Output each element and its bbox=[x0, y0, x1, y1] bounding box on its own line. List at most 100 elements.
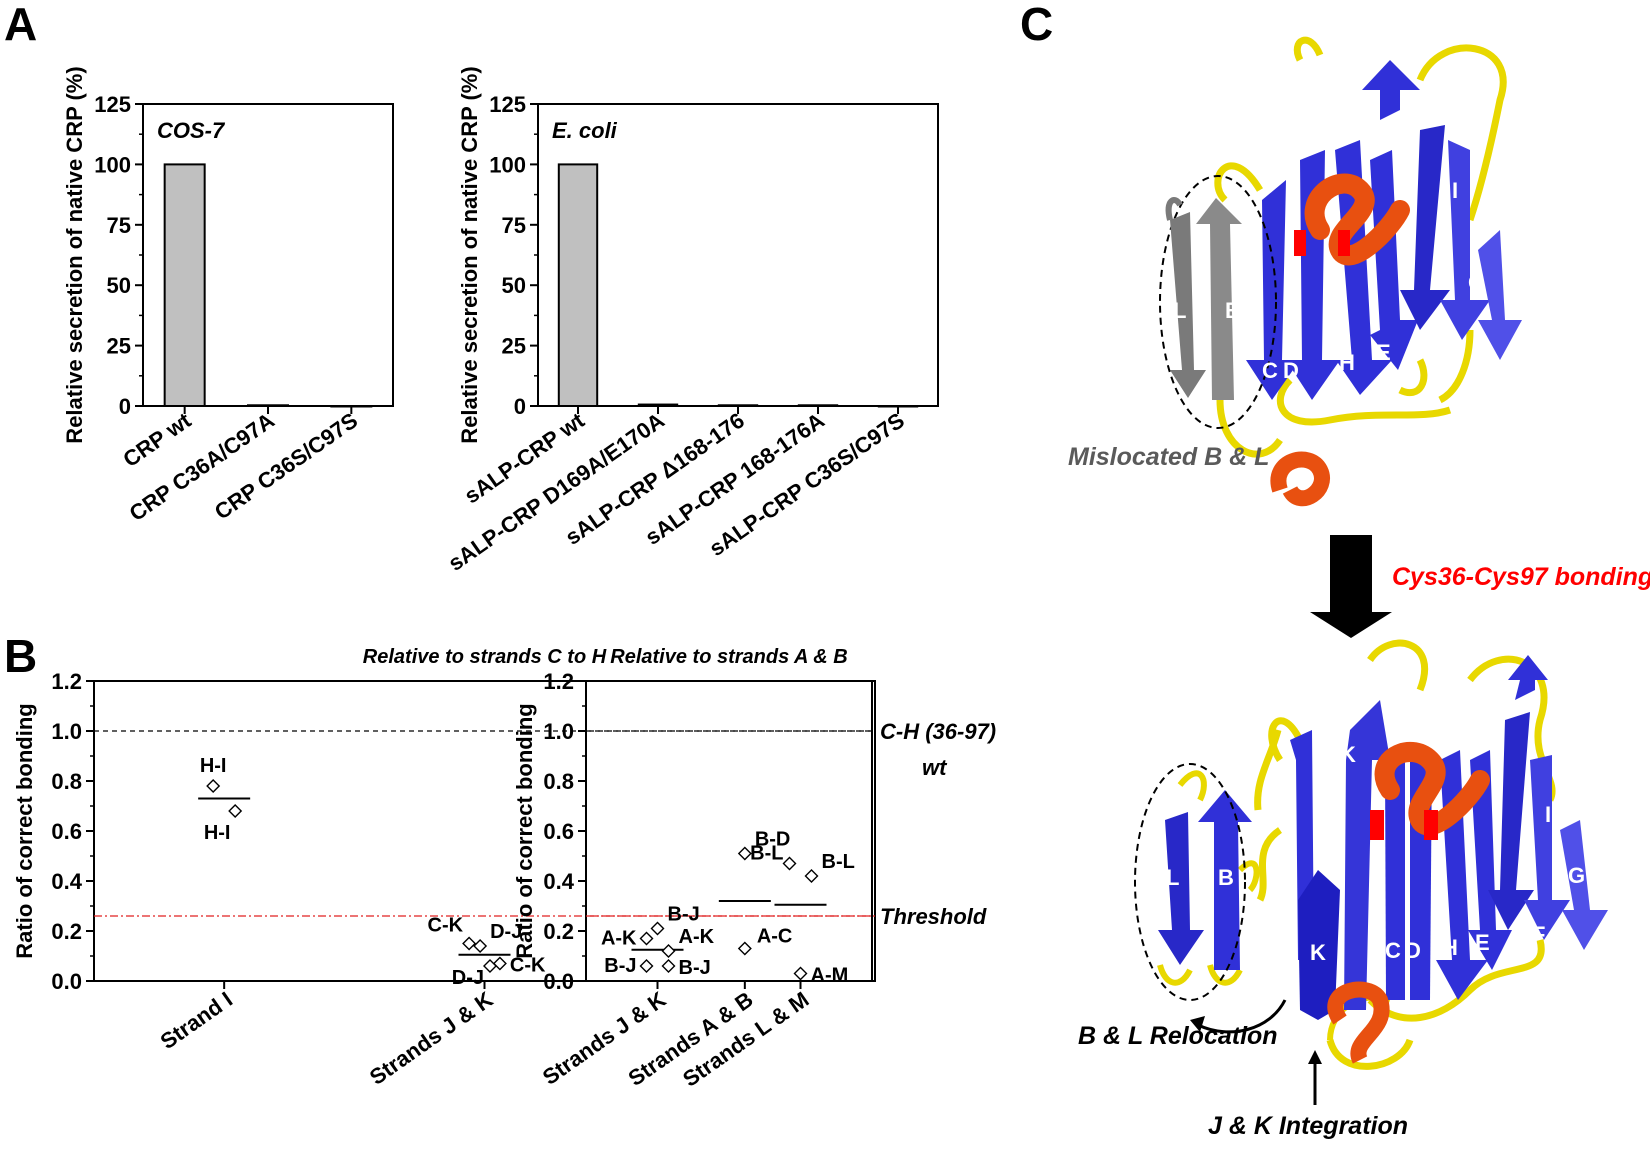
relocated-ellipse bbox=[1134, 763, 1246, 1001]
point-label: H-I bbox=[200, 755, 227, 777]
y-tick-label: 0.6 bbox=[543, 819, 574, 844]
y-axis-label: Ratio of correct bonding bbox=[12, 703, 37, 958]
strand-d bbox=[1286, 150, 1340, 400]
strand-h bbox=[1335, 140, 1392, 395]
plot-subtitle: Relative to strands C to H bbox=[363, 646, 607, 668]
strand-label: L bbox=[1166, 865, 1179, 890]
strand-label: F bbox=[1435, 330, 1448, 355]
strand-e bbox=[1370, 150, 1418, 370]
inset-label: E. coli bbox=[552, 118, 618, 143]
strand-label: I bbox=[1452, 178, 1458, 203]
strand-label: C bbox=[1262, 358, 1278, 383]
strand-label: D bbox=[1405, 938, 1421, 963]
data-point bbox=[661, 944, 676, 958]
strand-top-arrow bbox=[1362, 60, 1420, 120]
strand-i bbox=[1440, 140, 1490, 340]
panel-letter-a: A bbox=[4, 0, 37, 50]
mislocated-ellipse bbox=[1159, 175, 1277, 429]
threshold-label: Threshold bbox=[880, 904, 987, 929]
point-label: A-K bbox=[679, 926, 715, 948]
y-tick-label: 75 bbox=[107, 213, 131, 238]
panel-letter-b: B bbox=[4, 630, 37, 682]
inset-label: COS-7 bbox=[157, 118, 226, 143]
strand-g bbox=[1560, 820, 1608, 950]
strand-f bbox=[1488, 712, 1534, 930]
strand-label: K bbox=[1340, 742, 1356, 767]
point-label: D-J bbox=[452, 967, 484, 989]
strand-label: F bbox=[1532, 922, 1545, 947]
strand-label: B bbox=[1225, 298, 1241, 323]
y-tick-label: 75 bbox=[502, 213, 526, 238]
reference-label: wt bbox=[922, 755, 948, 780]
strand-label: H bbox=[1339, 350, 1355, 375]
point-label: B-L bbox=[822, 851, 855, 873]
data-point bbox=[228, 804, 243, 818]
protein-structure-after: L B J K K C D H E F G I bbox=[1134, 639, 1608, 1070]
strand-label: C bbox=[1385, 938, 1401, 963]
strand-label: I bbox=[1545, 802, 1551, 827]
y-tick-label: 50 bbox=[107, 273, 131, 298]
bar bbox=[717, 404, 759, 408]
strand-k-lower bbox=[1298, 870, 1340, 1020]
bar bbox=[163, 163, 206, 407]
relocation-arrow-icon bbox=[1197, 999, 1287, 1034]
point-label: D-J bbox=[490, 921, 522, 943]
y-tick-label: 1.2 bbox=[51, 669, 82, 694]
point-label: A-M bbox=[811, 965, 849, 987]
y-tick-label: 125 bbox=[489, 92, 526, 117]
data-point bbox=[492, 956, 507, 971]
data-point bbox=[793, 966, 808, 981]
y-tick-label: 0 bbox=[514, 394, 526, 419]
strand-f bbox=[1400, 125, 1450, 330]
y-tick-label: 50 bbox=[502, 273, 526, 298]
relocation-label: B & L Relocation bbox=[1078, 1022, 1278, 1050]
y-tick-label: 0.0 bbox=[51, 969, 82, 994]
strand-e bbox=[1468, 750, 1512, 970]
y-tick-label: 100 bbox=[94, 152, 131, 177]
point-label: B-J bbox=[679, 957, 711, 979]
data-point bbox=[650, 921, 665, 936]
y-tick-label: 1.2 bbox=[543, 669, 574, 694]
bar bbox=[797, 404, 839, 408]
mislocated-label: Mislocated B & L bbox=[1068, 443, 1269, 471]
x-tick-label: Strands J & K bbox=[365, 987, 498, 1090]
strand-label: H bbox=[1442, 935, 1458, 960]
point-label: B-J bbox=[668, 904, 700, 926]
strand-b bbox=[1198, 790, 1252, 970]
disulfide-bottom bbox=[1370, 810, 1384, 840]
point-label: C-K bbox=[510, 955, 546, 977]
y-tick-label: 0.8 bbox=[543, 769, 574, 794]
y-tick-label: 25 bbox=[502, 334, 526, 359]
disulfide-top bbox=[1294, 230, 1306, 256]
data-point bbox=[782, 856, 797, 871]
bar bbox=[247, 404, 289, 408]
panel-letter-c: C bbox=[1020, 0, 1053, 50]
data-point bbox=[206, 779, 221, 793]
strand-label: B bbox=[1218, 865, 1234, 890]
strand-top-arrow bbox=[1508, 655, 1548, 700]
y-axis-label: Relative secretion of native CRP (%) bbox=[62, 66, 87, 443]
arrow-down-icon bbox=[1310, 535, 1392, 638]
data-point bbox=[483, 959, 497, 973]
y-tick-label: 0.6 bbox=[51, 819, 82, 844]
strand-label: K bbox=[1310, 940, 1326, 965]
y-tick-label: 25 bbox=[107, 334, 131, 359]
point-label: B-L bbox=[750, 843, 783, 865]
strand-l bbox=[1158, 812, 1204, 965]
strand-l-gray bbox=[1170, 212, 1206, 398]
data-point bbox=[462, 936, 477, 951]
y-tick-label: 0.4 bbox=[51, 869, 82, 894]
bar bbox=[637, 403, 679, 408]
y-tick-label: 1.0 bbox=[51, 719, 82, 744]
strand-label: E bbox=[1376, 340, 1391, 365]
y-tick-label: 0 bbox=[119, 394, 131, 419]
y-tick-label: 0.4 bbox=[543, 869, 574, 894]
strand-b-gray bbox=[1196, 198, 1242, 400]
point-label: A-K bbox=[601, 928, 637, 950]
data-point bbox=[639, 959, 654, 973]
y-tick-label: 1.0 bbox=[543, 719, 574, 744]
y-axis-label: Relative secretion of native CRP (%) bbox=[457, 66, 482, 443]
